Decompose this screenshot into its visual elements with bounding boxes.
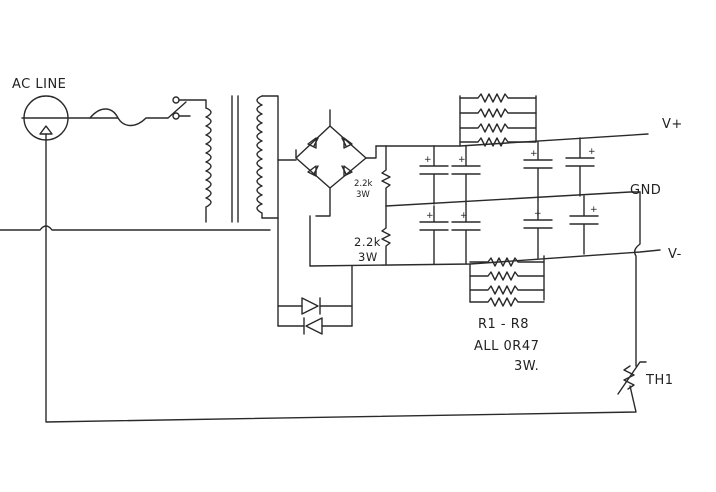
gnd-rail [385,191,641,207]
capacitor-bank-upper: + + + + [419,137,596,205]
gnd-label: GND [630,183,661,198]
thermistor-label: TH1 [645,373,674,388]
fuse [89,108,169,127]
svg-text:+: + [426,211,434,221]
resistor-note-line3: 3W. [514,359,539,374]
bridge-rectifier [277,109,377,217]
ac-line-label: AC LINE [12,77,66,92]
bleeder-top-power: 3W [356,190,370,200]
power-switch [167,96,207,120]
transformer [205,95,279,223]
bleeder-resistor-bottom [381,205,391,265]
v-minus-rail [309,249,661,267]
resistor-bank-lower [469,255,545,307]
gnd-to-thermistor-wire [633,191,641,367]
chassis-ground-wire [45,229,637,423]
resistor-note-line2: ALL 0R47 [474,339,539,354]
bleeder-resistor-top [381,145,391,207]
capacitor-bank-lower: + + + + [419,195,599,265]
ground-hop-wire [0,225,271,231]
svg-text:+: + [458,155,466,165]
ac-line-connector [21,95,119,231]
svg-text:+: + [534,209,542,219]
bleeder-bottom-value: 2.2k [354,235,381,249]
resistor-bank-upper [459,93,537,147]
thermistor [617,361,647,395]
svg-text:+: + [588,147,596,157]
ground-lift-diodes [277,159,353,335]
svg-text:+: + [590,205,598,215]
svg-text:+: + [424,155,432,165]
v-minus-label: V- [668,247,682,262]
resistor-note-line1: R1 - R8 [478,317,529,332]
bleeder-top-value: 2.2k [354,179,373,189]
v-plus-rail [375,133,649,147]
svg-text:+: + [460,211,468,221]
bleeder-bottom-power: 3W [358,250,378,264]
svg-text:+: + [530,149,538,159]
v-plus-label: V+ [662,117,683,132]
